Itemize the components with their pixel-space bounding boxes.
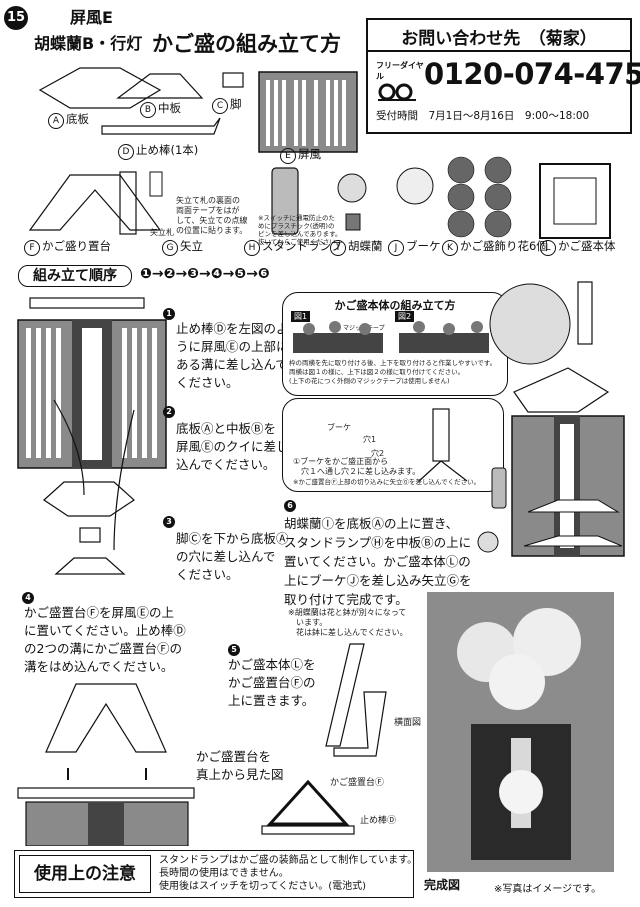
page-title: かご盛の組み立て方	[152, 32, 341, 56]
part-d-shape	[101, 117, 221, 135]
part-letter-c: C	[212, 98, 228, 114]
steps-sequence: ❶→❷→❸→❹→❺→❻	[140, 266, 270, 282]
part-letter-k: K	[442, 240, 458, 256]
step-6-badge: 6	[284, 500, 296, 512]
yatate-tag-label: 矢立札	[150, 228, 174, 237]
part-c-shape	[222, 72, 244, 88]
part-b-shape	[116, 73, 204, 99]
step-6-text: 胡蝶蘭Ⓘを底板Ⓐの上に置き、 スタンドランプⒽを中板Ⓑの上に 置いてください。か…	[284, 516, 472, 607]
topview-label-d: 止め棒Ⓓ	[360, 816, 397, 826]
contact-box: お問い合わせ先 （菊家） フリーダイヤル 0120-074-475 受付時間 7…	[366, 18, 640, 134]
usage-note-box: 使用上の注意 スタンドランプはかご盛の装飾品として制作しています。 長時間の使用…	[14, 850, 418, 898]
header-line1: 屏風E	[70, 8, 113, 27]
step-1-text: 止め棒Ⓓを左図のよ うに屏風Ⓔの上部に ある溝に差し込んで ください。	[176, 321, 289, 390]
callout2-text: ①ブーケをかご盛正面から 穴１へ通し穴２に差し込みます。	[293, 457, 421, 476]
callout1-fig1: 図1	[291, 311, 311, 322]
part-l-shape	[539, 163, 611, 239]
step-2-badge: 2	[163, 406, 175, 418]
part-g-shape	[119, 171, 137, 235]
callout-basket-assembly: かご盛本体の組み立て方 図1 図2 マジックテープ 枠の両横を先に取り付ける後、…	[282, 292, 508, 396]
part-letter-e: E	[280, 148, 296, 164]
page-number-badge: 15	[4, 6, 28, 30]
part-letter-d: D	[118, 144, 134, 160]
usage-note-text: スタンドランプはかご盛の装飾品として制作しています。 長時間の使用はできません。…	[159, 855, 418, 892]
step-3-badge: 3	[163, 516, 175, 528]
side-view-label: 横面図	[394, 718, 422, 728]
callout2-note: ※かご盛置台Ⓕ上部の切り込みに矢立Ⓖを差し込んでください。	[293, 478, 481, 486]
callout2-yatate-figure	[418, 408, 468, 482]
topview-diagram	[261, 779, 355, 835]
parts-illustrations	[28, 67, 611, 239]
callout2-hole1: 穴1	[363, 435, 377, 444]
part-a-shape	[38, 67, 162, 109]
freedial-logo: フリーダイヤル	[376, 60, 424, 101]
callout1-text: 枠の両横を先に取り付ける後、上下を取り付けると作業しやすいです。 両横は図１の様…	[289, 359, 497, 385]
header-line2: 胡蝶蘭B・行灯	[34, 34, 143, 53]
photo-note: ※写真はイメージです。	[494, 884, 602, 895]
callout2-bouquet: ブーケ	[327, 423, 351, 432]
contact-title: お問い合わせ先 （菊家）	[401, 29, 597, 49]
part-letter-b: B	[140, 102, 156, 118]
part-letter-g: G	[162, 240, 178, 256]
yatate-note: 矢立て札の裏面の 両面テープをはが して、矢立ての点線 の位置に貼ります。	[176, 196, 248, 235]
freedial-label: フリーダイヤル	[376, 61, 424, 81]
kochouran-note: ※胡蝶蘭は花と鉢が別々になって います。 花は鉢に差し込んでください。	[288, 608, 408, 637]
phone-number: 0120-074-475	[424, 57, 640, 91]
part-h-shape	[271, 167, 299, 235]
part-letter-a: A	[48, 113, 64, 129]
step-4-diagram	[17, 683, 195, 846]
step-1-badge: 1	[163, 308, 175, 320]
part-letter-j: J	[388, 240, 404, 256]
callout1-figures	[293, 321, 489, 353]
assembly-diagram-right	[477, 281, 625, 557]
part-e-shape	[258, 71, 358, 153]
step-5-text: かご盛本体Ⓛを かご盛置台Ⓕの 上に置きます。	[228, 657, 316, 708]
callout1-title: かご盛本体の組み立て方	[334, 299, 456, 312]
switch-note: ※スイッチに通電防止のた めにプラスチック(透明)の ピンを差し込んであります。…	[258, 214, 343, 246]
step-4-text: かご盛置台Ⓕを屏風Ⓔの上 に置いてください。止め棒Ⓓ の2つの溝にかご盛置台Ⓕの…	[24, 605, 186, 674]
step-5-badge: 5	[228, 644, 240, 656]
step-4-badge: 4	[22, 592, 34, 604]
topview-label-f: かご盛置台Ⓕ	[330, 778, 385, 788]
part-letter-h: H	[244, 240, 260, 256]
step-5-diagram	[325, 643, 387, 757]
topview-caption: かご盛置台を 真上から見た図	[196, 749, 284, 782]
contact-divider	[368, 50, 630, 52]
step-3-text: 脚Ⓒを下から底板Ⓐ の穴に差し込んで ください。	[176, 531, 289, 582]
freedial-icon	[378, 83, 416, 101]
contact-hours: 受付時間 7月1日～8月16日 9:00～18:00	[376, 110, 590, 122]
photo-caption: 完成図	[424, 878, 461, 892]
steps-heading: 組み立て順序	[18, 265, 132, 287]
usage-note-title: 使用上の注意	[19, 855, 151, 893]
callout2-hole2: 穴2	[371, 449, 385, 458]
part-letter-l: L	[540, 240, 556, 256]
part-letter-f: F	[24, 240, 40, 256]
callout-bouquet: ブーケ 穴1 穴2 ①ブーケをかご盛正面から 穴１へ通し穴２に差し込みます。 ※…	[282, 398, 504, 492]
finished-photo	[427, 592, 614, 872]
part-letter-i: I	[330, 240, 346, 256]
finished-photo-image	[457, 608, 581, 860]
callout1-fig2: 図2	[395, 311, 415, 322]
step-2-text: 底板Ⓐと中板Ⓑを 屏風Ⓔのクイに差し 込んでください。	[176, 421, 289, 472]
assembly-diagram-left	[17, 297, 167, 575]
part-f-shape	[28, 174, 162, 231]
